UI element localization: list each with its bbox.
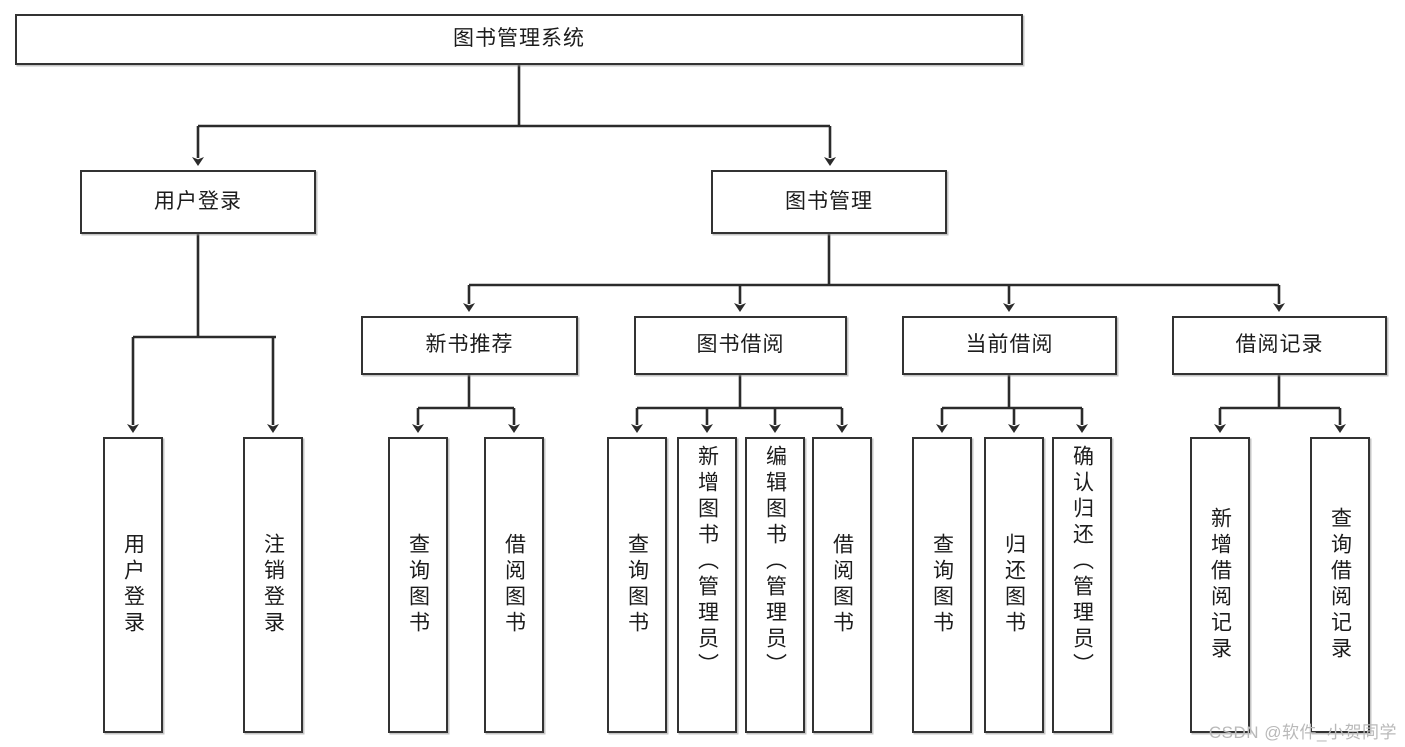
leaf-edit-book-admin[interactable]: 编辑图书（管理员） xyxy=(745,437,805,733)
leaf-query-book-new[interactable]: 查询图书 xyxy=(388,437,448,733)
node-user-login-label: 用户登录 xyxy=(154,189,242,213)
leaf-borrow-book-new[interactable]: 借阅图书 xyxy=(484,437,544,733)
leaf-confirm-return-admin-label: 确认归还（管理员） xyxy=(1070,445,1094,679)
leaf-return-book-label: 归还图书 xyxy=(1002,533,1026,637)
leaf-add-borrow-record-label: 新增借阅记录 xyxy=(1208,507,1232,663)
node-borrow-records-label: 借阅记录 xyxy=(1235,333,1324,357)
leaf-query-book-current[interactable]: 查询图书 xyxy=(912,437,972,733)
node-new-book-recommend[interactable]: 新书推荐 xyxy=(361,316,578,375)
leaf-query-borrow-record[interactable]: 查询借阅记录 xyxy=(1310,437,1370,733)
leaf-query-borrow-record-label: 查询借阅记录 xyxy=(1328,507,1352,663)
node-book-management[interactable]: 图书管理 xyxy=(711,170,947,234)
leaf-borrow-book-new-label: 借阅图书 xyxy=(502,533,526,637)
leaf-logout[interactable]: 注销登录 xyxy=(243,437,303,733)
node-book-borrow-label: 图书借阅 xyxy=(696,333,785,357)
node-book-management-label: 图书管理 xyxy=(785,189,873,213)
node-borrow-records[interactable]: 借阅记录 xyxy=(1172,316,1387,375)
node-current-borrow-label: 当前借阅 xyxy=(965,333,1054,357)
leaf-borrow-book[interactable]: 借阅图书 xyxy=(812,437,872,733)
leaf-query-book-borrow[interactable]: 查询图书 xyxy=(607,437,667,733)
node-new-book-recommend-label: 新书推荐 xyxy=(425,333,514,357)
leaf-user-login[interactable]: 用户登录 xyxy=(103,437,163,733)
leaf-query-book-borrow-label: 查询图书 xyxy=(625,533,649,637)
leaf-logout-label: 注销登录 xyxy=(261,533,285,637)
node-book-borrow[interactable]: 图书借阅 xyxy=(634,316,847,375)
leaf-add-book-admin-label: 新增图书（管理员） xyxy=(695,445,719,679)
leaf-query-book-current-label: 查询图书 xyxy=(930,533,954,637)
node-root[interactable]: 图书管理系统 xyxy=(15,14,1023,65)
node-current-borrow[interactable]: 当前借阅 xyxy=(902,316,1117,375)
leaf-query-book-new-label: 查询图书 xyxy=(406,533,430,637)
leaf-borrow-book-label: 借阅图书 xyxy=(830,533,854,637)
leaf-edit-book-admin-label: 编辑图书（管理员） xyxy=(763,445,787,679)
leaf-confirm-return-admin[interactable]: 确认归还（管理员） xyxy=(1052,437,1112,733)
node-root-label: 图书管理系统 xyxy=(453,27,585,51)
leaf-add-borrow-record[interactable]: 新增借阅记录 xyxy=(1190,437,1250,733)
leaf-add-book-admin[interactable]: 新增图书（管理员） xyxy=(677,437,737,733)
node-user-login[interactable]: 用户登录 xyxy=(80,170,316,234)
leaf-user-login-label: 用户登录 xyxy=(121,533,145,637)
leaf-return-book[interactable]: 归还图书 xyxy=(984,437,1044,733)
